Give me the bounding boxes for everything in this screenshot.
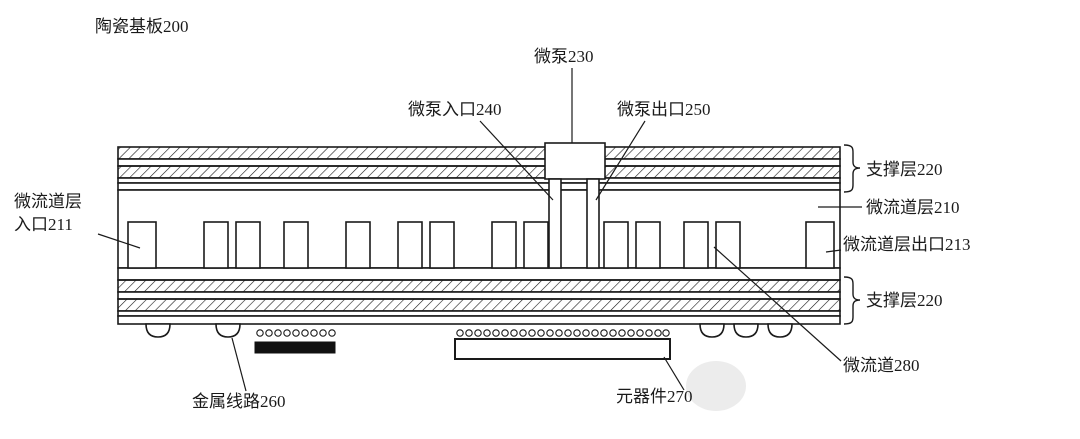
label-support-bottom: 支撑层220: [866, 291, 943, 310]
ball-grid-right: [456, 329, 670, 337]
label-channel-outlet: 微流道层出口213: [843, 235, 971, 254]
support-top-thin-2: [117, 182, 841, 191]
leader-channel-outlet: [825, 249, 842, 253]
solder-bumps: [145, 323, 793, 338]
channel-pillar: [683, 221, 709, 269]
micropump: [544, 142, 606, 269]
channel-pillar: [429, 221, 455, 269]
support-bottom-gap-1: [117, 291, 841, 300]
channel-floor-slab: [117, 267, 841, 281]
channel-pillar: [283, 221, 309, 269]
label-channel-inlet-2: 入口211: [14, 215, 73, 234]
channel-pillar: [635, 221, 661, 269]
leader-pump-outlet: [595, 120, 646, 201]
channel-pillar: [603, 221, 629, 269]
label-component: 元器件270: [616, 387, 693, 406]
support-bottom-hatched-1: [117, 279, 841, 293]
leader-lines: [97, 68, 862, 392]
leader-microchannel: [713, 246, 842, 362]
channel-pillar: [491, 221, 517, 269]
support-bottom-thin-2: [117, 315, 841, 325]
label-pump-outlet: 微泵出口250: [617, 100, 711, 119]
support-layer-bottom: [117, 279, 841, 325]
bump: [215, 323, 241, 338]
bump: [699, 323, 725, 338]
label-substrate: 陶瓷基板200: [95, 17, 189, 36]
channel-pillar: [805, 221, 835, 269]
leader-metal-wiring: [231, 337, 247, 392]
channel-pillar: [397, 221, 423, 269]
label-pump-inlet: 微泵入口240: [408, 100, 502, 119]
channel-pillar: [345, 221, 371, 269]
component-block: [454, 338, 671, 360]
label-channel-inlet-1: 微流道层: [14, 192, 82, 211]
support-top-gap-1: [117, 158, 841, 167]
metal-wiring-block: [254, 341, 336, 354]
ball-grid-left: [256, 329, 336, 337]
leader-channel-inlet: [97, 233, 141, 249]
labels: 陶瓷基板200 微泵230 微泵入口240 微泵出口250 支撑层220 微流道…: [14, 17, 971, 411]
channel-pillar: [203, 221, 229, 269]
channel-pillar: [523, 221, 549, 269]
support-top-hatched-2: [117, 165, 841, 179]
micropump-inlet-leg: [548, 178, 562, 269]
microchannel-layer: [117, 189, 841, 281]
brace-support-top: [843, 144, 861, 193]
watermark: [686, 361, 746, 411]
micropump-body: [544, 142, 606, 180]
label-micropump: 微泵230: [534, 47, 594, 66]
channel-pillar: [235, 221, 261, 269]
leader-component: [663, 356, 685, 391]
bump: [733, 323, 759, 338]
brace-support-bottom: [843, 276, 861, 325]
label-metal-wiring: 金属线路260: [192, 392, 286, 411]
label-microchannel: 微流道280: [843, 356, 920, 375]
support-layer-top: [117, 146, 841, 191]
bump: [145, 323, 171, 338]
label-support-top: 支撑层220: [866, 160, 943, 179]
support-top-hatched-1: [117, 146, 841, 160]
channel-pillar: [715, 221, 741, 269]
leader-pump-inlet: [479, 120, 554, 201]
bump: [767, 323, 793, 338]
label-channel-layer: 微流道层210: [866, 198, 960, 217]
support-bottom-hatched-2: [117, 298, 841, 312]
micropump-outlet-leg: [586, 178, 600, 269]
